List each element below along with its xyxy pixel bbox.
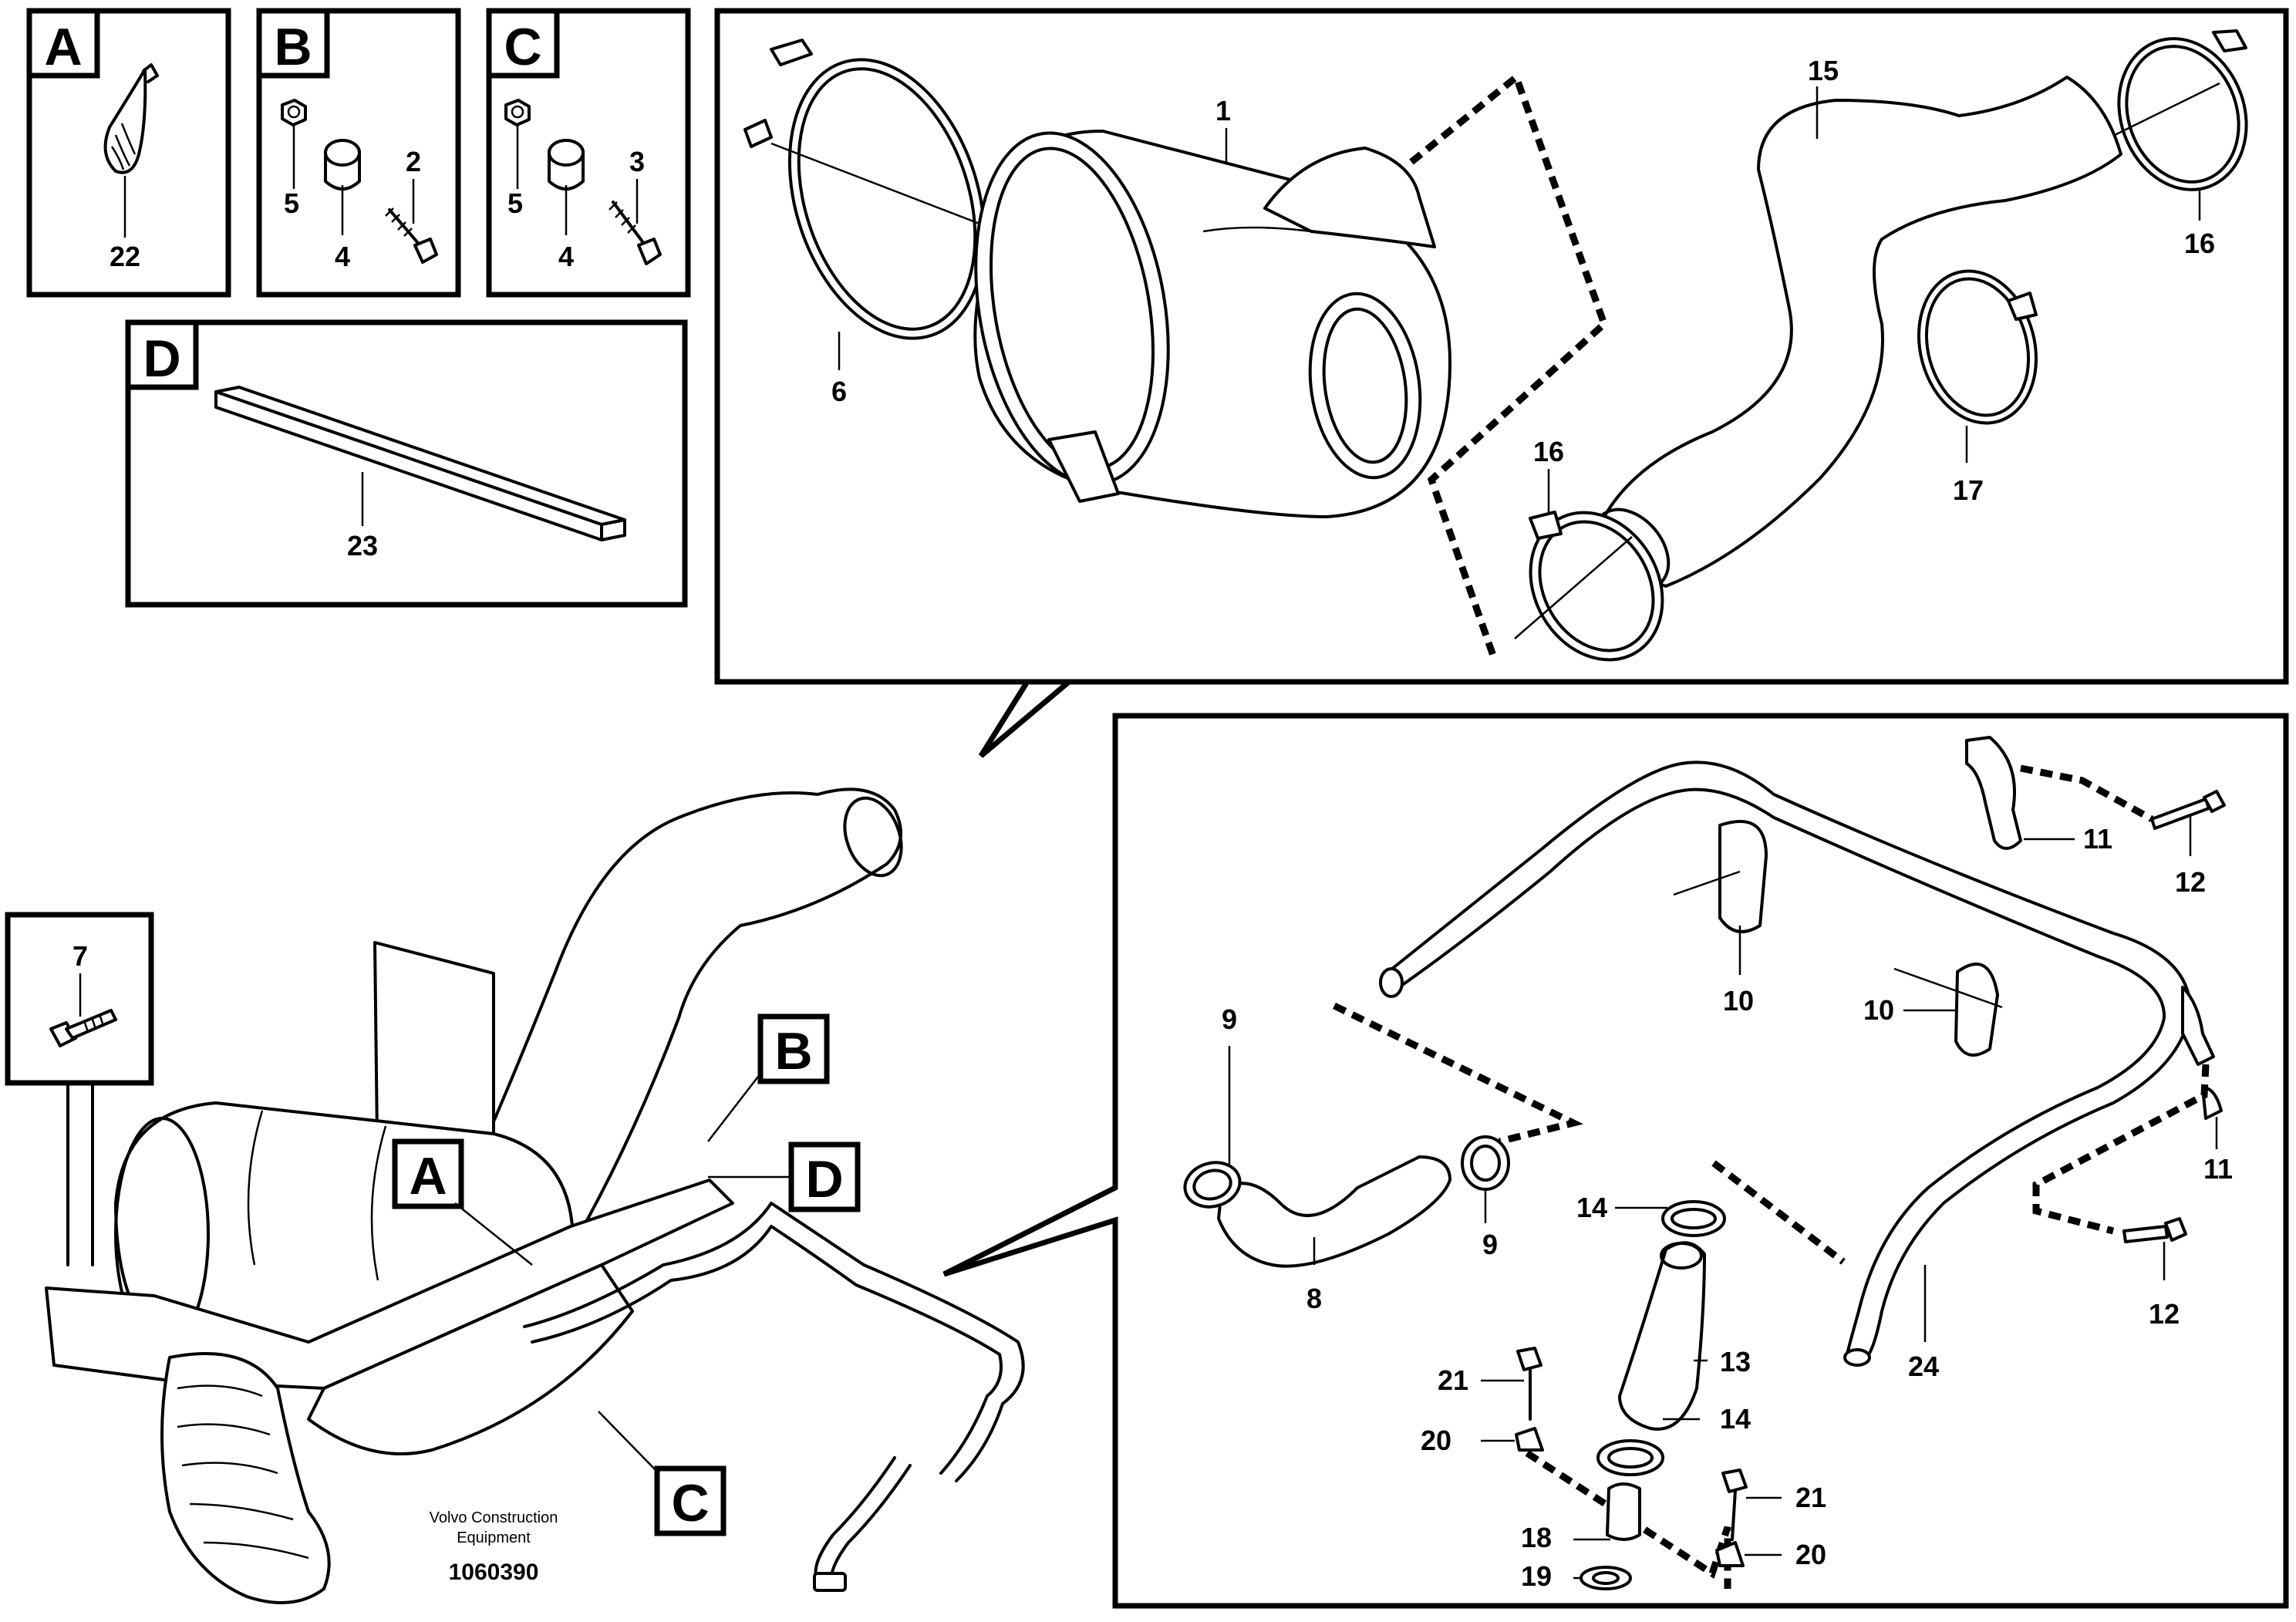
- screw-part-21-left: [1516, 1347, 1542, 1421]
- screw-part-21-right: [1721, 1469, 1748, 1541]
- nut-part-5-c: [504, 99, 531, 126]
- part-number-16-lower: 16: [1533, 436, 1564, 467]
- svg-text:A: A: [409, 1147, 447, 1206]
- spacer-part-4-c: [548, 139, 585, 191]
- engine-intake-assembly: [45, 787, 1025, 1604]
- part-number-10-lower: 10: [1863, 994, 1894, 1026]
- part-number-18: 18: [1521, 1522, 1552, 1553]
- pipe-clip-part-10-lower: [1954, 963, 1999, 1057]
- part-number-24: 24: [1908, 1351, 1939, 1382]
- part-number-12-lower: 12: [2149, 1298, 2180, 1330]
- callout-d-main: D: [708, 1141, 861, 1212]
- bolt-part-2: [385, 207, 438, 264]
- part-number-12-upper: 12: [2175, 866, 2206, 898]
- detail-a-label: A: [44, 18, 82, 76]
- pipe-clip-part-11-lower: [2181, 986, 2223, 1120]
- part-number-5-c: 5: [507, 187, 523, 219]
- detail-c-panel: C 5 4 3: [486, 8, 691, 298]
- callout-pointer-upper: [979, 679, 1077, 758]
- assembly-link-hose: [1711, 1160, 1846, 1265]
- foam-strip-part-23: [214, 386, 626, 541]
- hose-clamp-part-14-lower: [1596, 1439, 1664, 1476]
- clip-part-20-left: [1515, 1427, 1544, 1452]
- part-number-10-upper: 10: [1723, 985, 1754, 1017]
- hose-clamp-part-9-right: [1461, 1135, 1510, 1191]
- part-number-13: 13: [1720, 1346, 1751, 1378]
- assembly-link-mid: [1333, 1002, 1584, 1145]
- part-number-9-left: 9: [1222, 1003, 1237, 1035]
- pipe-clip-part-11-upper: [1965, 736, 2022, 850]
- hose-clamp-part-16-upper: [2117, 29, 2248, 191]
- document-number: 1060390: [449, 1560, 539, 1585]
- air-filter-callout: 6 1 15 16: [714, 8, 2289, 758]
- part-number-8: 8: [1306, 1283, 1322, 1314]
- callout-a-main: A: [392, 1138, 533, 1266]
- detail-d-panel: D 23: [125, 319, 688, 608]
- part-number-11-lower: 11: [2203, 1153, 2233, 1185]
- part-number-21-left: 21: [1438, 1364, 1468, 1396]
- clip-part-20-right: [1715, 1541, 1745, 1567]
- assembly-link-upper: [2020, 764, 2154, 822]
- hose-clamp-part-16-lower: [1529, 511, 1664, 662]
- part-number-2: 2: [406, 146, 421, 177]
- part-number-15: 15: [1808, 55, 1839, 86]
- hose-clamp-part-9-left: [1183, 1161, 1242, 1209]
- washer-part-19: [1580, 1566, 1632, 1590]
- part-number-3: 3: [629, 146, 645, 177]
- part-number-20-left: 20: [1421, 1425, 1451, 1456]
- part-number-6: 6: [831, 376, 847, 407]
- part-number-9-right: 9: [1482, 1229, 1498, 1260]
- breather-pipe-part-24: [1379, 760, 2192, 1367]
- fitting-part-18: [1606, 1482, 1641, 1541]
- part-number-14-upper: 14: [1576, 1192, 1607, 1223]
- part-number-20-right: 20: [1795, 1539, 1826, 1570]
- assembly-link-lower: [2032, 1064, 2210, 1235]
- band-clamp-part-17: [1917, 269, 2038, 425]
- detail-a-panel: A 22: [26, 8, 231, 298]
- callout-c-main: C: [598, 1411, 727, 1536]
- bolt-part-3: [609, 201, 662, 265]
- svg-text:C: C: [671, 1474, 709, 1533]
- callout-b-main: B: [707, 1013, 830, 1142]
- part-number-14-lower: 14: [1720, 1403, 1751, 1435]
- detail-bolt-7-panel: 7: [5, 912, 154, 1266]
- assembly-link-line: [1409, 71, 1609, 657]
- svg-text:B: B: [774, 1022, 812, 1081]
- hose-part-13: [1618, 1241, 1706, 1431]
- detail-b-label: B: [274, 18, 312, 76]
- spacer-part-4: [324, 139, 361, 191]
- company-line-1: Volvo Construction: [430, 1509, 558, 1526]
- detail-b-panel: B 5 4 2: [256, 8, 461, 298]
- part-number-23: 23: [347, 530, 378, 561]
- part-number-7: 7: [72, 940, 88, 972]
- bolt-part-7: [49, 1009, 117, 1047]
- part-number-5-b: 5: [284, 187, 299, 219]
- breather-pipe-callout: 24 10 10 11 11 12: [942, 713, 2289, 1609]
- cable-tie-part-22: [103, 63, 159, 174]
- hose-part-8: [1217, 1155, 1451, 1268]
- detail-c-label: C: [504, 18, 541, 76]
- bolt-part-12-lower: [2122, 1217, 2187, 1243]
- part-number-11-upper: 11: [2083, 823, 2112, 855]
- bolt-part-12-upper: [2150, 790, 2226, 830]
- svg-text:D: D: [805, 1150, 843, 1209]
- part-number-4-c: 4: [558, 241, 574, 272]
- detail-d-label: D: [143, 329, 180, 388]
- nut-part-5: [281, 99, 307, 126]
- hose-clamp-part-14-upper: [1661, 1200, 1726, 1237]
- band-clamp-part-6: [743, 39, 986, 340]
- part-number-17: 17: [1953, 474, 1984, 506]
- part-number-22: 22: [110, 241, 140, 272]
- part-number-21-right: 21: [1795, 1482, 1826, 1513]
- part-number-16-upper: 16: [2184, 228, 2215, 259]
- part-number-1: 1: [1215, 95, 1231, 126]
- part-number-19: 19: [1521, 1560, 1552, 1592]
- company-line-2: Equipment: [457, 1529, 531, 1546]
- pipe-clip-part-10-upper: [1718, 820, 1768, 933]
- air-filter-housing-part-1: [973, 130, 1451, 518]
- part-number-4-b: 4: [335, 241, 350, 272]
